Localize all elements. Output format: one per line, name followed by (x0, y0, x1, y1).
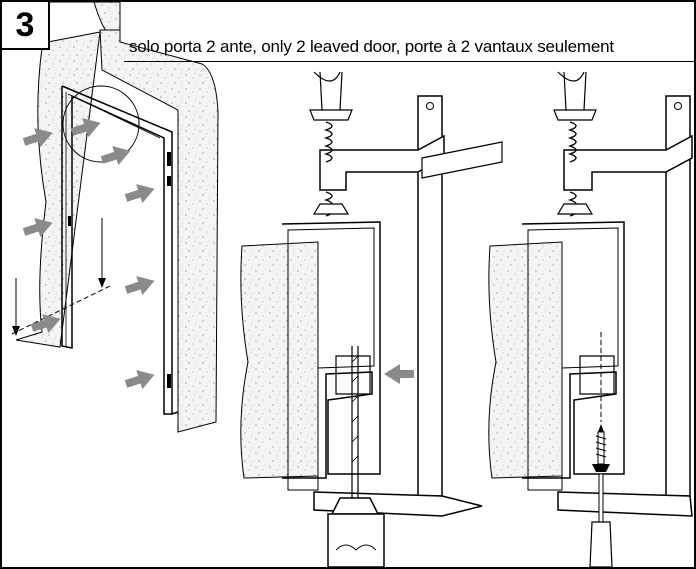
wall-left-section (15, 31, 101, 348)
bar-clamp-icon (309, 71, 503, 517)
arrow-icon (98, 141, 134, 170)
frame-profile (521, 221, 625, 479)
caption-underline (124, 61, 694, 62)
screwing-detail (488, 71, 693, 567)
latch-plate (68, 216, 71, 226)
door-frame-overview (11, 2, 219, 433)
door-leaf-section (488, 241, 563, 479)
hinge-bottom (167, 374, 171, 388)
drilling-detail (240, 71, 503, 567)
hinge-top (167, 152, 171, 166)
wall-right-section (99, 29, 219, 433)
arrow-icon (384, 364, 414, 384)
drill-icon (327, 497, 385, 567)
bar-clamp-icon (553, 71, 693, 517)
screw-icon (592, 424, 610, 472)
alignment-guide-line (11, 285, 111, 335)
arrow-icon (122, 271, 158, 300)
detail-circle (62, 85, 140, 163)
screwdriver-icon (589, 473, 613, 567)
frame-profile (281, 221, 381, 479)
instruction-caption: solo porta 2 ante, only 2 leaved door, p… (129, 37, 614, 56)
arrow-icon (122, 179, 158, 208)
arrow-icon (122, 365, 158, 394)
hinge-upper (167, 176, 171, 186)
door-leaf-section (240, 241, 319, 479)
step-number-badge: 3 (2, 2, 50, 50)
